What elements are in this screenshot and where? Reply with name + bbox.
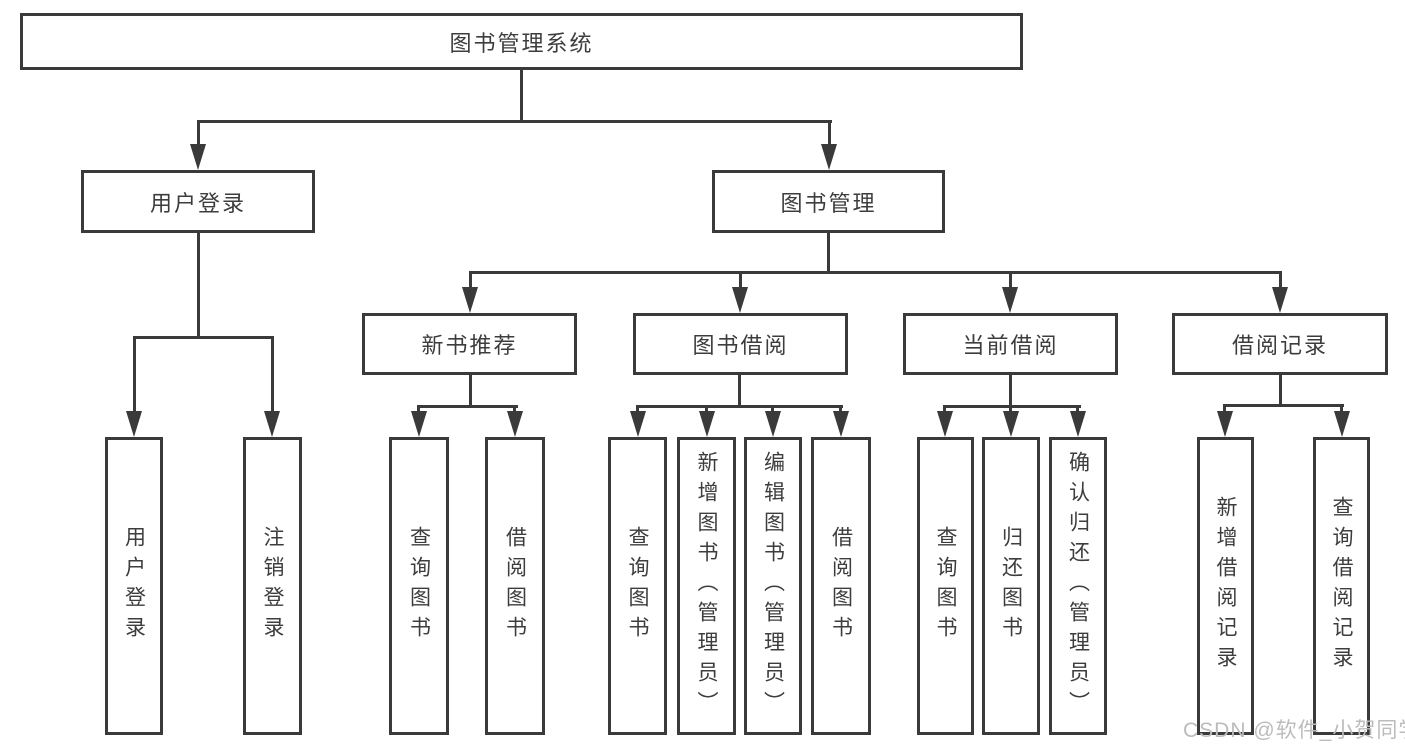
arrowhead-down-icon [1070,411,1086,437]
leaf-borrow-books: 借阅图书 [811,437,871,735]
connector-line [771,405,774,415]
arrowhead-down-icon [937,411,953,437]
connector-line [828,120,831,146]
connector-line [197,120,832,123]
leaf-confirm-return-admin: 确认归还（管理员） [1049,437,1107,735]
leaf-edit-books-admin: 编辑图书（管理员） [744,437,802,735]
connector-line [271,336,274,414]
arrowhead-down-icon [190,144,206,170]
node-label: 查询图书 [934,526,957,646]
connector-line [1340,404,1343,415]
connector-line [417,405,518,408]
node-label: 借阅图书 [829,526,853,646]
node-label: 查询图书 [407,526,431,646]
connector-line [1009,271,1012,289]
connector-line [827,233,830,274]
node-label: 借阅记录 [1231,333,1328,358]
leaf-add-books-admin: 新增图书（管理员） [677,437,736,735]
node-label: 新书推荐 [421,333,518,358]
leaf-return-books: 归还图书 [982,437,1040,735]
node-label: 新增借阅记录 [1214,496,1237,676]
node-label: 当前借阅 [962,333,1059,358]
node-label: 图书管理系统 [449,30,594,56]
node-library-system: 图书管理系统 [20,13,1023,70]
csdn-watermark: CSDN @软件_小贺同学 [1183,719,1405,742]
connector-line [1223,404,1344,407]
arrowhead-down-icon [1272,287,1288,313]
node-label: 新增图书（管理员） [695,451,718,721]
connector-line [1009,405,1012,415]
connector-line [1279,271,1282,289]
leaf-add-borrow-record: 新增借阅记录 [1197,437,1254,735]
connector-line [469,271,472,289]
connector-line [705,405,708,415]
connector-line [513,405,516,415]
connector-line [197,233,200,339]
connector-line [197,120,200,146]
node-user-login: 用户登录 [81,170,315,233]
connector-line [1076,405,1079,415]
node-label: 查询借阅记录 [1330,496,1353,676]
connector-line [417,405,420,415]
node-label: 注销登录 [261,526,284,646]
arrowhead-down-icon [264,411,280,437]
node-label: 查询图书 [626,526,649,646]
connector-line [1009,375,1012,408]
node-label: 用户登录 [149,190,246,216]
leaf-query-books-recommend: 查询图书 [389,437,449,735]
connector-line [738,375,741,408]
connector-line [636,405,639,415]
node-label: 图书借阅 [692,333,789,358]
node-book-management: 图书管理 [712,170,945,233]
node-label: 确认归还（管理员） [1066,451,1090,721]
arrowhead-down-icon [1217,411,1233,437]
connector-line [133,336,274,339]
connector-line [1279,375,1282,406]
leaf-query-books-borrowing: 查询图书 [608,437,667,735]
connector-line [469,375,472,408]
arrowhead-down-icon [732,287,748,313]
node-book-borrowing: 图书借阅 [633,313,848,375]
node-label: 归还图书 [999,526,1023,646]
arrowhead-down-icon [126,411,142,437]
connector-line [839,405,842,415]
arrowhead-down-icon [411,411,427,437]
leaf-borrow-books-recommend: 借阅图书 [485,437,545,735]
arrowhead-down-icon [1002,287,1018,313]
node-current-borrowing: 当前借阅 [903,313,1118,375]
connector-line [943,405,1081,408]
node-label: 图书管理 [780,190,877,216]
leaf-logout: 注销登录 [243,437,302,735]
arrowhead-down-icon [1003,411,1019,437]
connector-line [1223,404,1226,415]
arrowhead-down-icon [821,144,837,170]
arrowhead-down-icon [765,411,781,437]
arrowhead-down-icon [833,411,849,437]
connector-line [739,271,742,289]
arrowhead-down-icon [630,411,646,437]
arrowhead-down-icon [1334,411,1350,437]
connector-line [469,271,1282,274]
arrowhead-down-icon [462,287,478,313]
arrowhead-down-icon [507,411,523,437]
node-borrowing-records: 借阅记录 [1172,313,1388,375]
connector-line [943,405,946,415]
leaf-user-login: 用户登录 [105,437,163,735]
node-label: 编辑图书（管理员） [761,451,785,721]
node-new-book-recommend: 新书推荐 [362,313,577,375]
arrowhead-down-icon [699,411,715,437]
node-label: 借阅图书 [503,526,527,646]
connector-line [636,405,843,408]
connector-line [520,70,523,122]
leaf-query-borrow-record: 查询借阅记录 [1313,437,1370,735]
connector-line [133,336,136,414]
leaf-query-books-current: 查询图书 [917,437,974,735]
node-label: 用户登录 [122,526,146,646]
